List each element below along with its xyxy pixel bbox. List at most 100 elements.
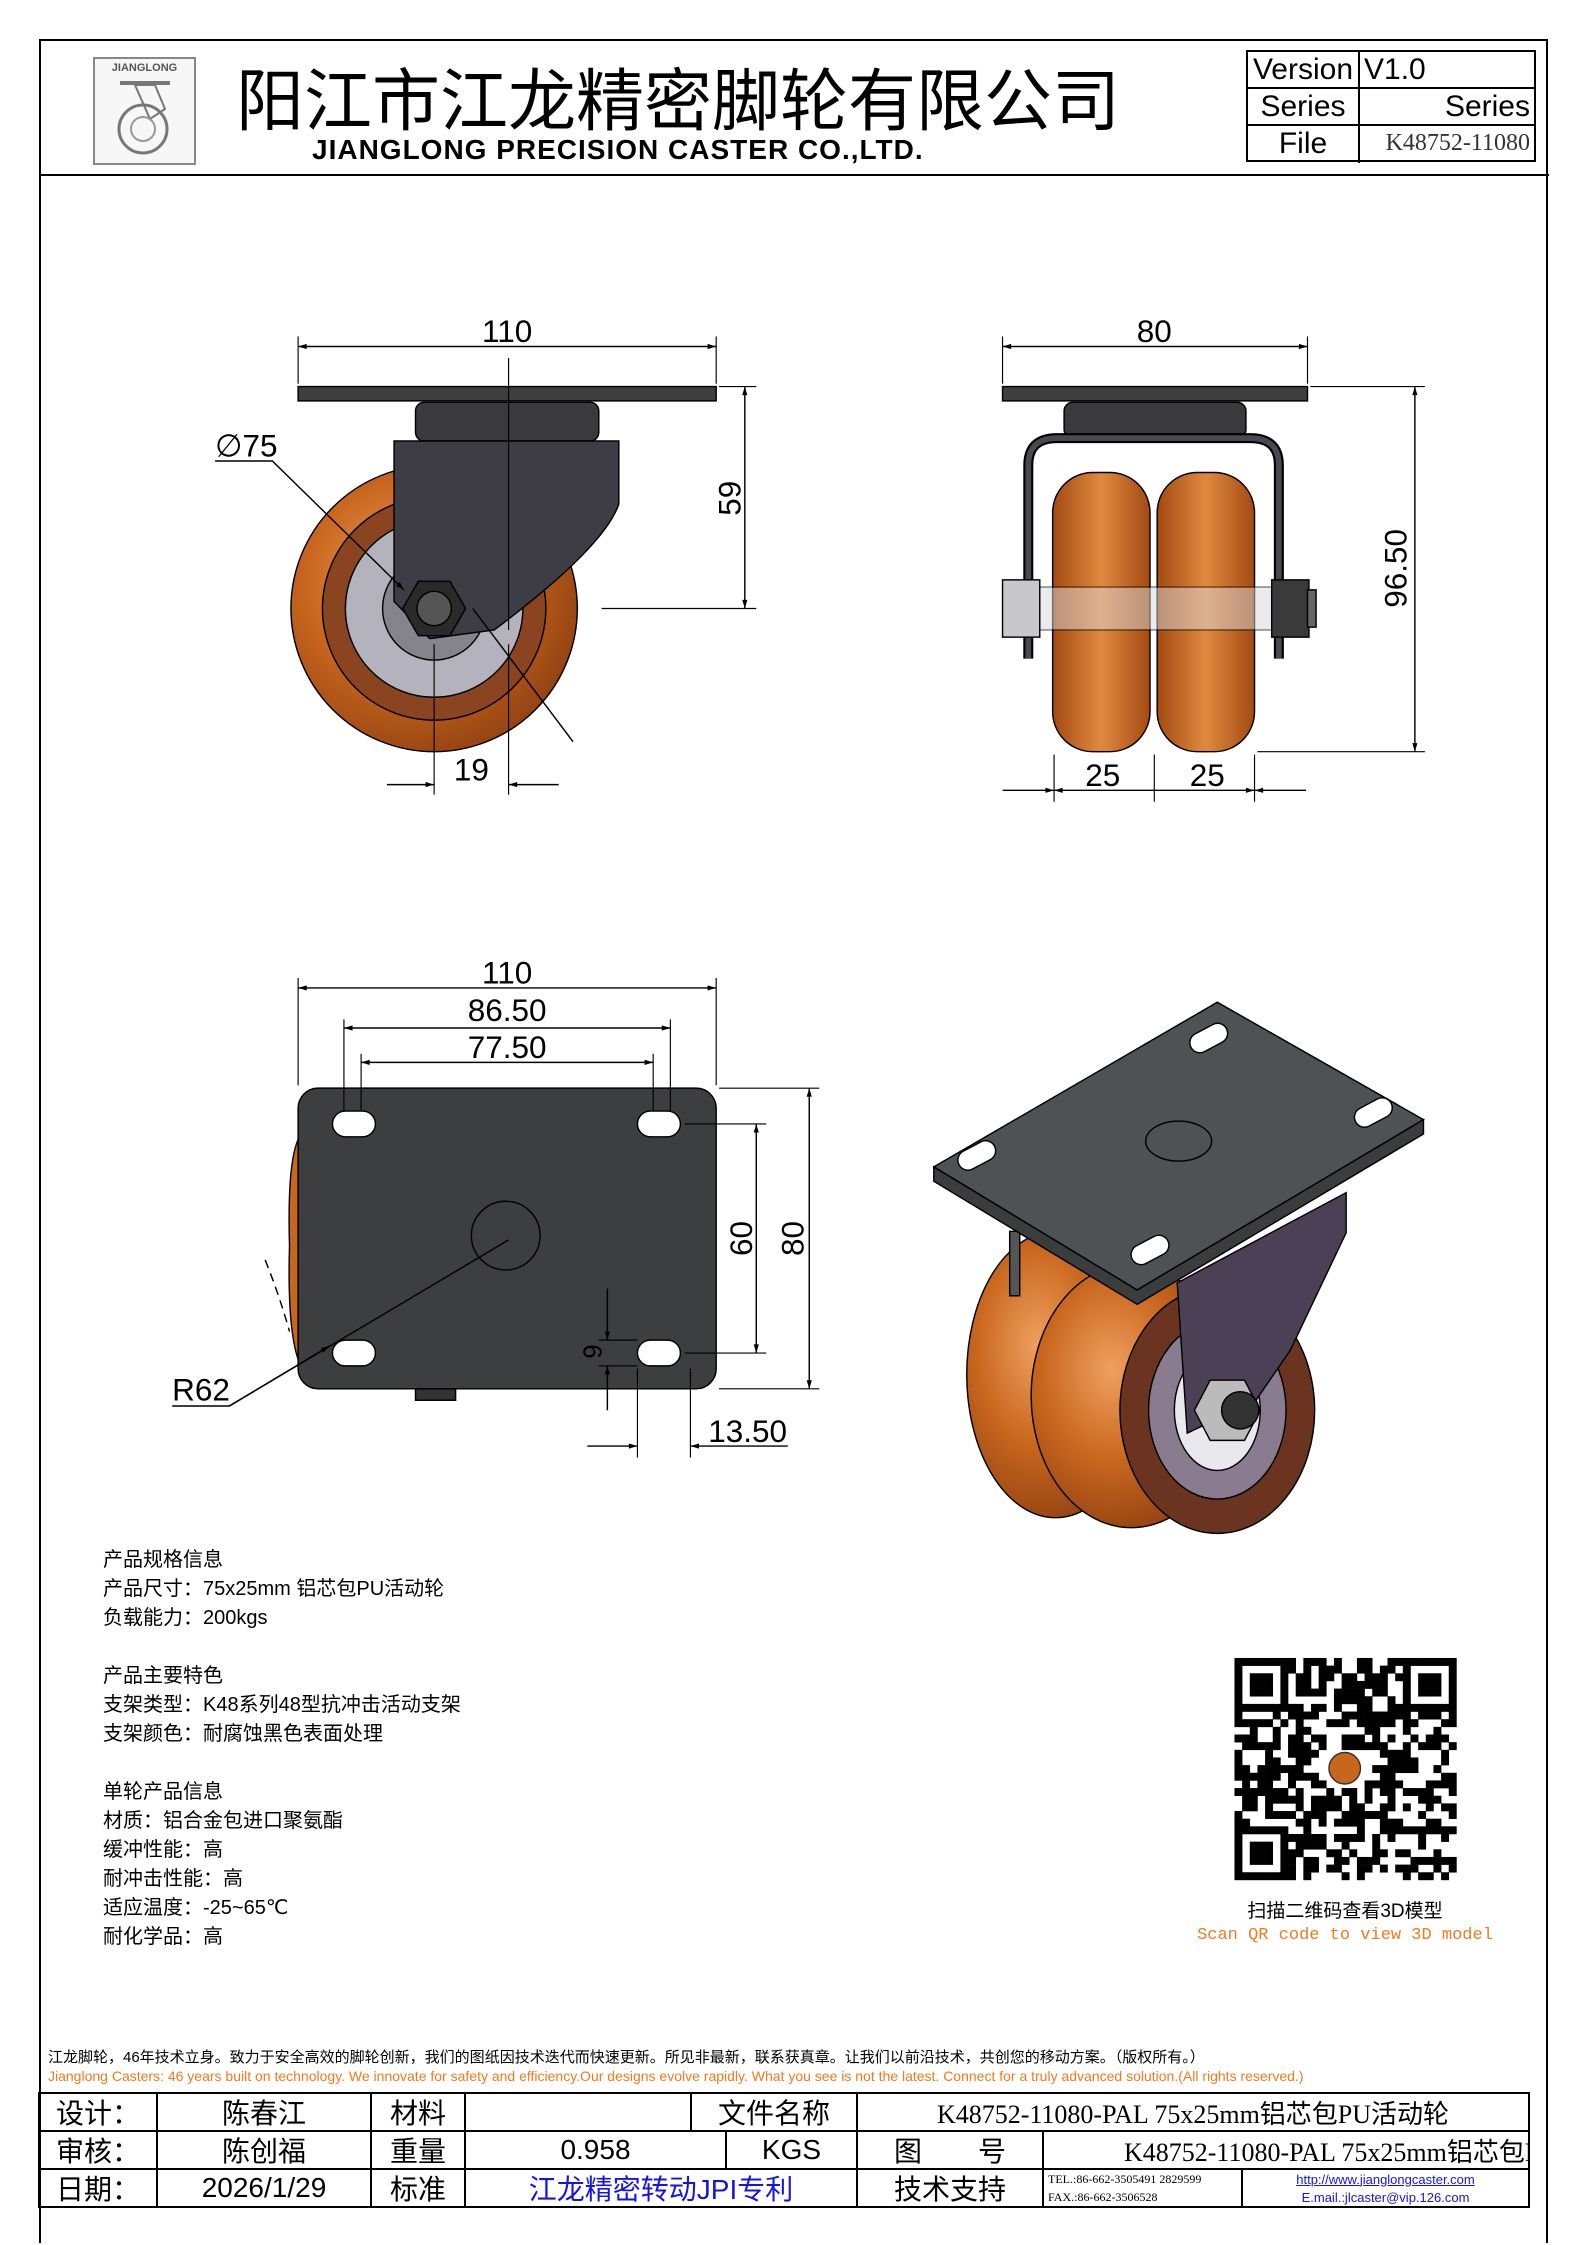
- qr-module: [1425, 1703, 1434, 1712]
- series-value: Series: [1444, 90, 1530, 123]
- qr-module: [1265, 1788, 1274, 1797]
- qr-module: [1288, 1849, 1296, 1858]
- qr-module: [1448, 1711, 1457, 1720]
- qr-module: [1402, 1749, 1411, 1758]
- qr-module: [1242, 1657, 1251, 1666]
- qr-module: [1356, 1826, 1365, 1835]
- qr-module: [1448, 1788, 1457, 1797]
- material-value: [466, 2094, 692, 2132]
- qr-module: [1418, 1680, 1427, 1689]
- qr-module: [1249, 1703, 1258, 1712]
- qr-module: [1364, 1680, 1373, 1689]
- qr-module: [1433, 1657, 1442, 1666]
- qr-module: [1257, 1742, 1266, 1751]
- qr-module: [1280, 1826, 1289, 1835]
- qr-module: [1311, 1711, 1319, 1720]
- qr-module: [1433, 1826, 1442, 1835]
- qr-module: [1379, 1788, 1388, 1797]
- qr-module: [1288, 1734, 1296, 1743]
- qr-module: [1387, 1795, 1396, 1804]
- qr-module: [1249, 1742, 1258, 1751]
- file-label: File: [1248, 126, 1360, 163]
- qr-module: [1318, 1803, 1327, 1812]
- qr-module: [1272, 1703, 1281, 1712]
- qr-module: [1311, 1856, 1319, 1865]
- qr-module: [1448, 1811, 1457, 1819]
- qr-module: [1441, 1833, 1450, 1842]
- qr-module: [1249, 1688, 1258, 1697]
- qr-module: [1341, 1734, 1350, 1743]
- qr-module: [1272, 1772, 1281, 1781]
- qr-module: [1303, 1726, 1312, 1735]
- qr-module: [1372, 1856, 1381, 1865]
- qr-module: [1295, 1772, 1304, 1781]
- qr-module: [1295, 1788, 1304, 1797]
- qr-module: [1242, 1765, 1251, 1774]
- qr-module: [1379, 1811, 1388, 1819]
- qr-module: [1349, 1795, 1358, 1804]
- qr-module: [1356, 1803, 1365, 1812]
- material-label: 材料: [372, 2094, 466, 2132]
- qr-module: [1433, 1818, 1442, 1827]
- qr-module: [1379, 1803, 1388, 1812]
- version-value: V1.0: [1364, 53, 1426, 86]
- qr-module: [1395, 1673, 1404, 1682]
- qr-module: [1372, 1765, 1381, 1774]
- qr-module: [1341, 1833, 1350, 1842]
- qr-module: [1341, 1673, 1350, 1682]
- qr-module: [1402, 1711, 1411, 1720]
- qr-module: [1272, 1734, 1281, 1743]
- qr-module: [1303, 1864, 1312, 1873]
- qr-module: [1349, 1833, 1358, 1842]
- dim-plate-depth: 80: [775, 1221, 811, 1256]
- qr-module: [1402, 1688, 1411, 1697]
- spec-line: 适应温度：-25~65℃: [103, 1897, 289, 1919]
- qr-module: [1303, 1772, 1312, 1781]
- qr-module: [1265, 1657, 1274, 1666]
- qr-module: [1341, 1688, 1350, 1697]
- email-link[interactable]: E.mail.:jlcaster@vip.126.com: [1301, 2189, 1470, 2205]
- qr-module: [1441, 1749, 1450, 1758]
- website-link[interactable]: http://www.jianglongcaster.com: [1296, 2171, 1475, 2187]
- qr-module: [1333, 1818, 1342, 1827]
- qr-module: [1364, 1811, 1373, 1819]
- product-specs: 产品规格信息 产品尺寸：75x25mm 铝芯包PU活动轮 负载能力：200kgs…: [103, 1546, 461, 1952]
- qr-module: [1410, 1734, 1419, 1743]
- qr-module: [1410, 1856, 1419, 1865]
- qr-module: [1372, 1780, 1381, 1789]
- qr-module: [1356, 1734, 1365, 1743]
- qr-module: [1303, 1711, 1312, 1720]
- qr-module: [1234, 1757, 1243, 1766]
- qr-module: [1242, 1826, 1251, 1835]
- qr-module: [1249, 1856, 1258, 1865]
- qr-module: [1418, 1826, 1427, 1835]
- qr-module: [1448, 1673, 1457, 1682]
- qr-module: [1234, 1818, 1243, 1827]
- qr-module: [1265, 1780, 1274, 1789]
- qr-module: [1387, 1703, 1396, 1712]
- qr-module: [1280, 1765, 1289, 1774]
- qr-module: [1441, 1734, 1450, 1743]
- date-label: 日期：: [40, 2170, 158, 2208]
- qr-module: [1257, 1780, 1266, 1789]
- qr-module: [1318, 1665, 1327, 1674]
- qr-module: [1318, 1688, 1327, 1697]
- qr-module: [1326, 1849, 1335, 1858]
- qr-module: [1372, 1811, 1381, 1819]
- qr-module: [1249, 1826, 1258, 1835]
- version-table: Version V1.0 Series Series File K48752-1…: [1246, 50, 1536, 163]
- qr-module: [1249, 1734, 1258, 1743]
- qr-module: [1402, 1826, 1411, 1835]
- qr-module: [1265, 1826, 1274, 1835]
- qr-module: [1257, 1688, 1266, 1697]
- dim-offset: 19: [454, 751, 489, 787]
- qr-module: [1333, 1833, 1342, 1842]
- qr-module: [1280, 1833, 1289, 1842]
- qr-module: [1341, 1696, 1350, 1705]
- qr-module: [1288, 1772, 1296, 1781]
- qr-code[interactable]: [1234, 1657, 1457, 1881]
- qr-module: [1333, 1703, 1342, 1712]
- spec-line: 材质：铝合金包进口聚氨酯: [103, 1810, 343, 1832]
- qr-module: [1387, 1719, 1396, 1728]
- qr-module: [1410, 1826, 1419, 1835]
